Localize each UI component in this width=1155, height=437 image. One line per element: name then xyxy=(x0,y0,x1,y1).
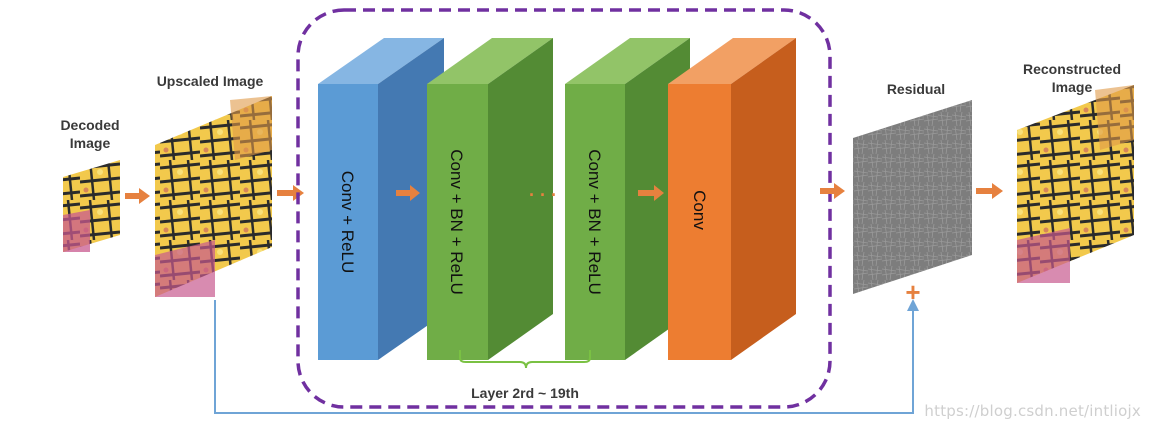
upscaled-label: Upscaled Image xyxy=(156,73,264,89)
block-conv-relu xyxy=(318,38,444,360)
layer-bracket xyxy=(459,350,591,369)
reconstructed-label: Reconstructed Image xyxy=(1002,60,1142,96)
block-conv-bn-relu-first xyxy=(427,38,553,360)
arrow-residual-to-reconstructed xyxy=(976,183,1003,199)
layer-range-label: Layer 2rd ~ 19th xyxy=(471,385,579,401)
arrow-block3-to-block4 xyxy=(638,185,664,201)
arrow-upscaled-to-network xyxy=(277,185,304,201)
arrow-block1-to-block2 xyxy=(396,185,420,201)
upscaled-image xyxy=(155,96,272,297)
reconstructed-label-line1: Reconstructed xyxy=(1022,61,1122,77)
skip-connection xyxy=(214,299,919,414)
block1-label: Conv + ReLU xyxy=(338,171,357,274)
decoded-label-line2: Image xyxy=(69,135,111,151)
decoded-image xyxy=(63,160,120,252)
decoded-label: Decoded Image xyxy=(40,116,140,152)
block2-label: Conv + BN + ReLU xyxy=(447,149,466,295)
residual-label: Residual xyxy=(886,81,946,97)
plus-sign: + xyxy=(905,277,920,307)
block4-label: Conv xyxy=(690,190,709,230)
block-conv xyxy=(668,38,796,360)
watermark: https://blog.csdn.net/intliojx xyxy=(924,402,1141,420)
reconstructed-label-line2: Image xyxy=(1051,79,1093,95)
arrow-network-to-residual xyxy=(820,183,845,199)
residual-image xyxy=(853,100,972,294)
ellipsis-dots: · · · xyxy=(529,185,557,205)
network-frame xyxy=(296,8,832,409)
decoded-label-line1: Decoded xyxy=(60,117,120,133)
arrow-decoded-to-upscaled xyxy=(125,188,150,204)
block3-label: Conv + BN + ReLU xyxy=(585,149,604,295)
reconstructed-image xyxy=(1017,85,1134,283)
